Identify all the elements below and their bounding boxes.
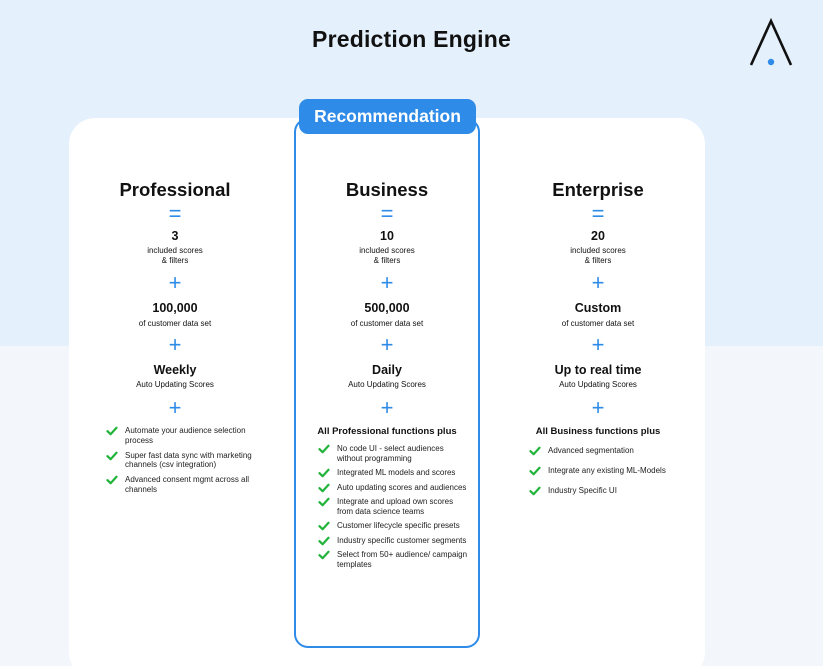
feature-text: Integrate any existing ML-Models [548,466,666,475]
checkmark-icon [318,444,330,454]
plan-name: Business [345,179,429,200]
plus-sign: + [380,332,394,357]
equals-sign: = [168,201,182,226]
checkmark-icon [318,550,330,560]
feature-item: Industry Specific UI [529,486,689,496]
feature-item: Industry specific customer segments [318,536,468,546]
data-set-caption: of customer data set [350,319,424,328]
feature-item: Auto updating scores and audiences [318,483,468,493]
business-feature-list: No code UI - select audiences without pr… [318,444,468,574]
update-caption: Auto Updating Scores [559,380,637,389]
data-set-caption: of customer data set [561,319,635,328]
checkmark-icon [106,426,118,436]
plus-sign: + [591,270,605,295]
plan-business: Business = 10 included scores& filters +… [300,176,474,420]
plan-enterprise: Enterprise = 20 included scores& filters… [520,176,676,420]
feature-text: Integrated ML models and scores [337,468,456,477]
scores-caption: included scores& filters [359,246,415,265]
data-set-size: 100,000 [152,301,198,315]
feature-text: Industry specific customer segments [337,535,467,545]
feature-text: Advanced consent mgmt across all channel… [125,475,250,494]
checkmark-icon [529,486,541,496]
pricing-card [69,118,705,666]
feature-item: Automate your audience selection process [106,426,256,445]
feature-text: Advanced segmentation [548,446,634,455]
data-set-size: 500,000 [364,301,410,315]
plus-sign: + [591,395,605,420]
business-features-intro: All Professional functions plus [317,426,457,437]
feature-text: Auto updating scores and audiences [337,482,467,492]
feature-text: Industry Specific UI [548,486,617,495]
feature-text: Automate your audience selection process [125,426,246,445]
plus-sign: + [168,332,182,357]
plan-name: Enterprise [552,179,644,200]
enterprise-features-intro: All Business functions plus [535,426,661,437]
scores-count: 20 [591,229,605,243]
feature-text: Integrate and upload own scores from dat… [337,497,454,516]
plan-professional: Professional = 3 included scores& filter… [100,176,250,420]
scores-caption: included scores& filters [570,246,626,265]
arrow-a-logo-icon [749,18,793,66]
scores-count: 3 [171,229,179,243]
plus-sign: + [168,395,182,420]
feature-text: Super fast data sync with marketing chan… [125,450,252,470]
checkmark-icon [318,497,330,507]
update-caption: Auto Updating Scores [136,380,214,389]
feature-item: Integrate any existing ML-Models [529,466,689,476]
feature-item: Advanced segmentation [529,446,689,456]
update-frequency: Daily [372,363,402,377]
feature-item: No code UI - select audiences without pr… [318,444,468,463]
data-set-caption: of customer data set [138,319,212,328]
update-caption: Auto Updating Scores [348,380,426,389]
checkmark-icon [106,451,118,460]
plus-sign: + [380,270,394,295]
plan-name: Professional [119,179,231,200]
checkmark-icon [318,468,330,478]
professional-feature-list: Automate your audience selection process… [106,426,256,500]
checkmark-icon [318,536,330,545]
feature-text: Select from 50+ audience/ campaign templ… [337,550,468,569]
scores-caption: included scores& filters [147,246,203,265]
feature-item: Select from 50+ audience/ campaign templ… [318,550,468,569]
update-frequency: Up to real time [554,363,642,377]
feature-text: No code UI - select audiences without pr… [337,444,444,463]
equals-sign: = [380,201,394,226]
checkmark-icon [106,475,118,485]
plus-sign: + [591,332,605,357]
feature-item: Integrated ML models and scores [318,468,468,478]
feature-item: Super fast data sync with marketing chan… [106,451,256,470]
feature-text: Customer lifecycle specific presets [337,521,460,530]
checkmark-icon [318,483,330,492]
feature-item: Integrate and upload own scores from dat… [318,497,468,516]
feature-item: Advanced consent mgmt across all channel… [106,475,256,494]
scores-count: 10 [380,229,394,243]
data-set-size: Custom [574,301,622,315]
recommendation-badge: Recommendation [299,99,476,134]
feature-item: Customer lifecycle specific presets [318,521,468,531]
plus-sign: + [380,395,394,420]
checkmark-icon [529,466,541,476]
checkmark-icon [318,521,330,531]
equals-sign: = [591,201,605,226]
update-frequency: Weekly [153,363,197,377]
page-title: Prediction Engine [312,26,511,52]
checkmark-icon [529,446,541,456]
plus-sign: + [168,270,182,295]
